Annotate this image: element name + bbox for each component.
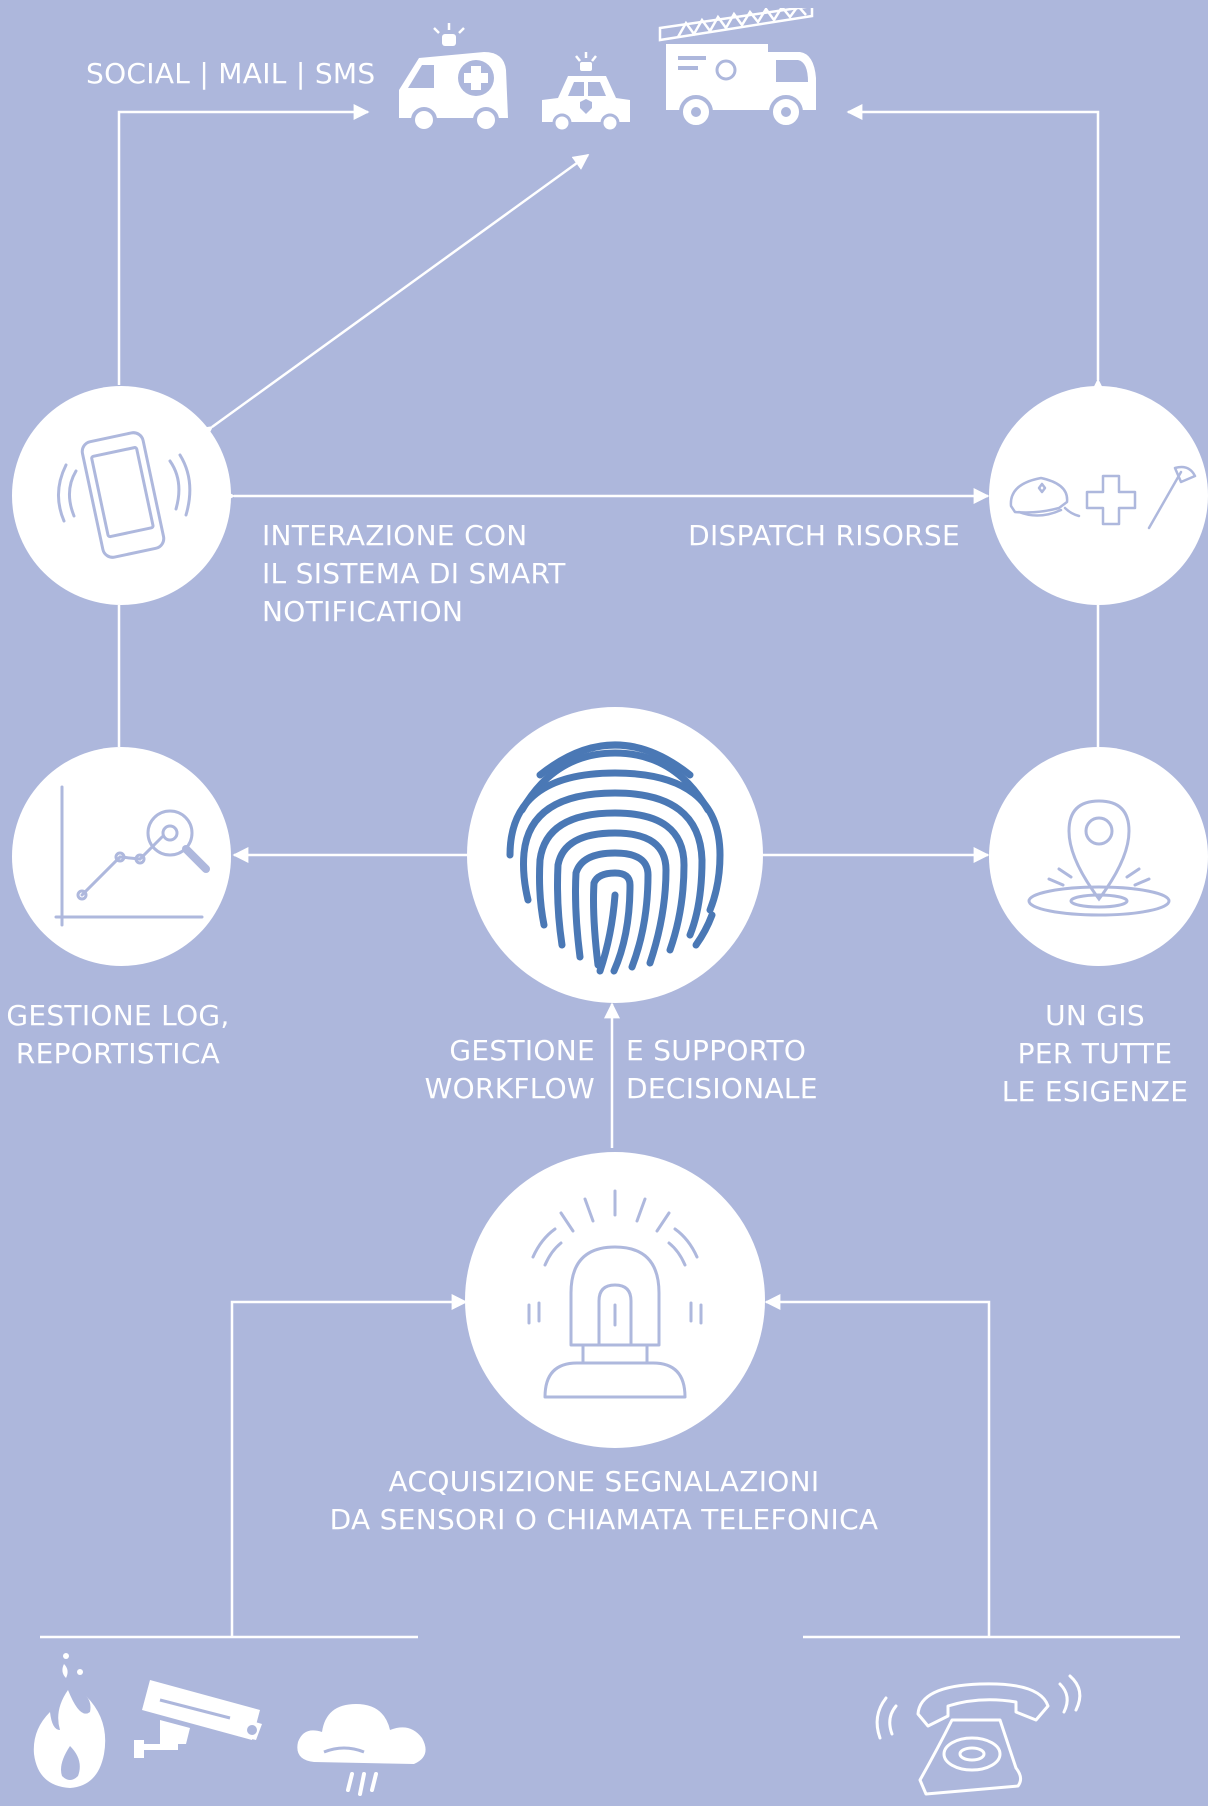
workflow-label-right: E SUPPORTO DECISIONALE [626,1032,818,1108]
log-label-line: REPORTISTICA [15,1037,221,1070]
gis-label: UN GIS PER TUTTE LE ESIGENZE [985,997,1205,1111]
notification-label-line: INTERAZIONE CON [262,519,528,552]
ambulance-icon [399,23,508,133]
police-medical-fire-icon [1009,465,1196,529]
chart-magnifier-icon [54,785,210,926]
gis-label-line: LE ESIGENZE [1001,1075,1189,1108]
acquisition-label-line: DA SENSORI O CHIAMATA TELEFONICA [329,1503,879,1536]
notification-node [12,386,231,605]
arrow-sensors-acquisition [230,1294,468,1637]
arrow-dispatch-vehicles [846,104,1106,395]
fingerprint-icon [506,741,724,975]
rain-cloud-icon [297,1704,426,1796]
telephone-icon [875,1674,1082,1796]
map-pin-icon [1027,798,1170,916]
fire-truck-icon [658,8,816,129]
police-car-icon [542,52,630,133]
log-label-line: GESTIONE LOG, [6,999,230,1032]
arrow-phone-acquisition [764,1294,991,1637]
fire-icon [33,1653,106,1788]
workflow-label-line: WORKFLOW [424,1072,595,1105]
workflow-label-line: GESTIONE [449,1034,595,1067]
gis-label-line: PER TUTTE [1017,1037,1173,1070]
dispatch-label: DISPATCH RISORSE [640,517,960,555]
workflow-label-left: GESTIONE WORKFLOW [380,1032,595,1108]
log-node [12,747,231,966]
acquisition-label: ACQUISIZIONE SEGNALAZIONI DA SENSORI O C… [304,1463,904,1539]
workflow-label-line: DECISIONALE [626,1072,818,1105]
siren-icon [527,1189,703,1399]
workflow-label-line: E SUPPORTO [626,1034,807,1067]
dispatch-node [989,386,1208,605]
log-label: GESTIONE LOG, REPORTISTICA [0,997,236,1073]
channels-label: SOCIAL | MAIL | SMS [86,57,376,90]
smartphone-vibrating-icon [56,430,191,559]
notification-label-line: IL SISTEMA DI SMART [262,557,566,590]
acquisition-node [465,1152,765,1448]
acquisition-label-line: ACQUISIZIONE SEGNALAZIONI [388,1465,820,1498]
notification-label-line: NOTIFICATION [262,595,464,628]
dispatch-label-line: DISPATCH RISORSE [688,519,960,552]
notification-label: INTERAZIONE CON IL SISTEMA DI SMART NOTI… [262,517,566,631]
gis-node [989,747,1208,966]
security-camera-icon [134,1680,262,1758]
gis-label-line: UN GIS [1045,999,1145,1032]
arrow-notification-to-vehicles [117,104,370,385]
arrow-diagonal [195,153,590,442]
workflow-node [467,707,763,1003]
